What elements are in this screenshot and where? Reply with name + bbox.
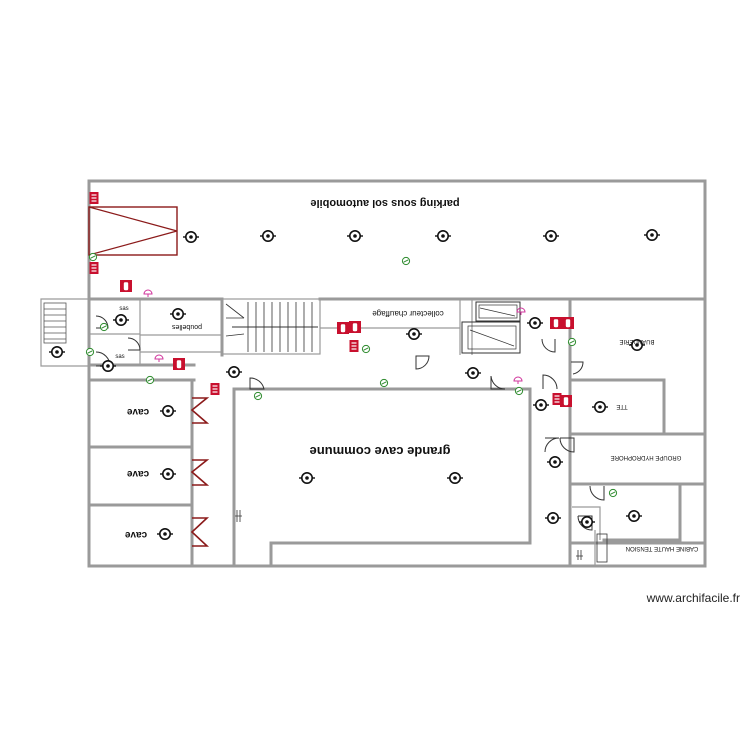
light-point-icon <box>446 471 464 485</box>
light-point-icon <box>643 229 661 241</box>
label-parking: parking sous sol automobile <box>310 197 459 209</box>
light-point-icon <box>405 327 423 341</box>
light-point-icon <box>546 455 564 469</box>
light-point-icon <box>259 230 277 242</box>
light-point-icon <box>434 230 452 242</box>
light-point-icon <box>159 404 177 418</box>
light-point-icon <box>156 527 174 541</box>
light-point-icon <box>225 365 243 379</box>
fire-extinguisher-icon <box>550 317 562 329</box>
label-cave-3: cave <box>124 529 147 540</box>
light-point-icon <box>544 511 562 525</box>
label-cabine-haute-tension: CABINE HAUTE TENSION <box>626 545 699 551</box>
emergency-exit-icon <box>209 382 221 396</box>
label-buanderie: BUANDERIE <box>619 338 654 344</box>
fire-extinguisher-icon <box>337 322 349 334</box>
doors <box>95 315 605 547</box>
light-point-icon <box>542 230 560 242</box>
label-sas-top: sas <box>119 306 128 312</box>
light-point-icon <box>526 316 544 330</box>
label-sas-bottom: sas <box>115 354 124 360</box>
light-point-icon <box>182 231 200 243</box>
label-grande-cave: grande cave commune <box>310 444 451 459</box>
boiler-tanks <box>461 301 521 354</box>
light-point-icon <box>48 345 66 359</box>
emergency-exit-icon <box>88 191 100 205</box>
label-poubelles: poubelles <box>172 323 202 330</box>
emergency-exit-icon <box>88 261 100 275</box>
label-groupe-hydrophore: GROUPE HYDROPHORE <box>611 454 682 460</box>
light-point-icon <box>298 471 316 485</box>
walls <box>40 179 707 568</box>
fire-extinguisher-icon <box>562 317 574 329</box>
light-point-icon <box>112 313 130 327</box>
light-point-icon <box>169 307 187 321</box>
light-point-icon <box>159 467 177 481</box>
label-small-room: TTE <box>616 403 627 409</box>
light-point-icon <box>99 359 117 373</box>
light-point-icon <box>532 398 550 412</box>
staircase-left <box>43 302 67 344</box>
label-collecteur: collecteur chauffage <box>372 309 444 318</box>
fire-extinguisher-icon <box>120 280 132 292</box>
emergency-exit-icon <box>348 339 360 353</box>
parking-ramp <box>88 206 178 256</box>
label-cave-2: cave <box>126 468 149 479</box>
fire-extinguisher-icon <box>349 321 361 333</box>
light-point-icon <box>625 509 643 523</box>
staircase-core <box>225 302 318 352</box>
light-point-icon <box>591 400 609 414</box>
fire-extinguisher-icon <box>173 358 185 370</box>
sprinklers <box>85 252 618 498</box>
light-point-icon <box>346 230 364 242</box>
watermark: www.archifacile.fr <box>646 591 740 605</box>
light-point-icon <box>464 366 482 380</box>
room-labels: parking sous sol automobile collecteur c… <box>115 197 698 551</box>
fire-extinguisher-icon <box>560 395 572 407</box>
label-cave-1: cave <box>126 406 149 417</box>
misc-marks <box>235 510 608 563</box>
light-points <box>48 229 661 541</box>
